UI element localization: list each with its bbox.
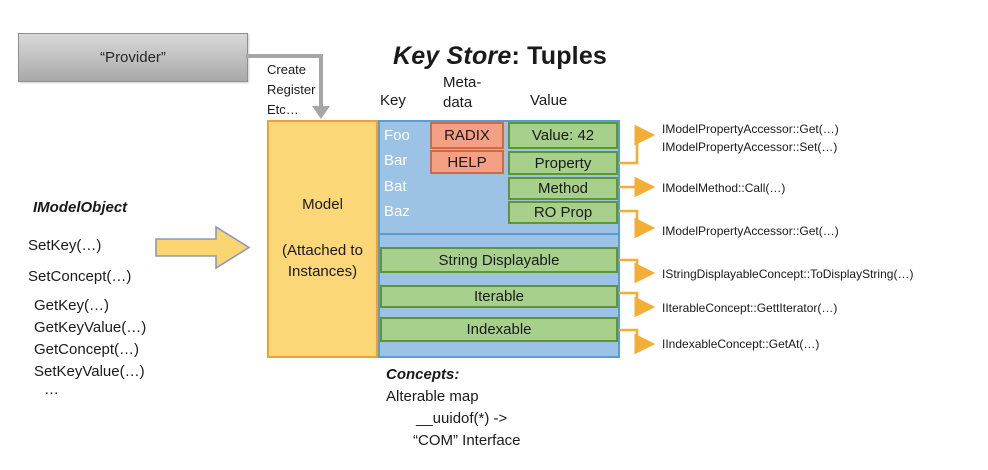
member-ellipsis: … bbox=[44, 381, 59, 398]
value-cell: Property bbox=[508, 151, 618, 175]
member-setconcept: SetConcept(…) bbox=[28, 268, 132, 285]
concepts-note: Concepts: Alterable map __uuidof(*) -> “… bbox=[386, 364, 521, 452]
provider-connector-label: Create Register Etc… bbox=[267, 62, 316, 117]
metadata-cell: RADIX bbox=[430, 122, 504, 149]
member-setkey: SetKey(…) bbox=[28, 237, 102, 254]
provider-box: “Provider” bbox=[18, 33, 248, 82]
concepts-heading: Concepts: bbox=[386, 366, 460, 383]
column-header-value: Value bbox=[530, 92, 568, 109]
api-label: IModelPropertyAccessor::Get(…) bbox=[662, 122, 839, 136]
down-arrow-icon bbox=[312, 106, 330, 119]
value-cell: RO Prop bbox=[508, 201, 618, 224]
title-keystore: Key Store bbox=[392, 42, 512, 70]
key-label: Bar bbox=[384, 152, 408, 169]
concepts-line: __uuidof(*) -> bbox=[416, 410, 508, 427]
column-header-metadata: Meta- data bbox=[443, 74, 482, 111]
api-label: IIndexableConcept::GetAt(…) bbox=[662, 337, 820, 351]
model-box-subtitle: (Attached to Instances) bbox=[282, 242, 363, 280]
concept-bar: Indexable bbox=[380, 317, 618, 342]
concept-bar: Iterable bbox=[380, 285, 618, 308]
concepts-line: Alterable map bbox=[386, 388, 479, 405]
model-box-title: Model bbox=[302, 196, 343, 213]
member-getkey: GetKey(…) bbox=[34, 297, 110, 314]
api-label: IIterableConcept::GettIterator(…) bbox=[662, 301, 838, 315]
value-cell: Value: 42 bbox=[508, 122, 618, 149]
member-getconcept: GetConcept(…) bbox=[34, 341, 140, 358]
imodelobject-heading: IModelObject bbox=[33, 199, 128, 216]
metadata-cell: HELP bbox=[430, 150, 504, 174]
key-label: Baz bbox=[384, 203, 410, 220]
api-label: IModelPropertyAccessor::Set(…) bbox=[662, 140, 838, 154]
model-box bbox=[267, 120, 378, 358]
api-label: IStringDisplayableConcept::ToDisplayStri… bbox=[662, 267, 914, 281]
provider-connector-vertical bbox=[319, 54, 323, 108]
member-getkeyvalue: GetKeyValue(…) bbox=[34, 319, 147, 336]
concept-bar: String Displayable bbox=[380, 247, 618, 273]
key-store-separator bbox=[378, 233, 620, 235]
api-connector-arrows bbox=[619, 124, 656, 355]
column-header-key: Key bbox=[380, 92, 406, 109]
provider-connector-horizontal bbox=[246, 54, 323, 58]
member-setkeyvalue: SetKeyValue(…) bbox=[34, 363, 145, 380]
api-label: IModelPropertyAccessor::Get(…) bbox=[662, 224, 839, 238]
value-cell: Method bbox=[508, 177, 618, 200]
title-rest: : Tuples bbox=[511, 42, 608, 70]
key-label: Foo bbox=[384, 127, 410, 144]
concepts-line: “COM” Interface bbox=[413, 432, 521, 449]
api-label: IModelMethod::Call(…) bbox=[662, 181, 786, 195]
page-title: Key Store: Tuples bbox=[340, 42, 660, 71]
right-block-arrow-icon bbox=[155, 225, 251, 270]
key-label: Bat bbox=[384, 178, 407, 195]
provider-label: “Provider” bbox=[100, 49, 166, 66]
